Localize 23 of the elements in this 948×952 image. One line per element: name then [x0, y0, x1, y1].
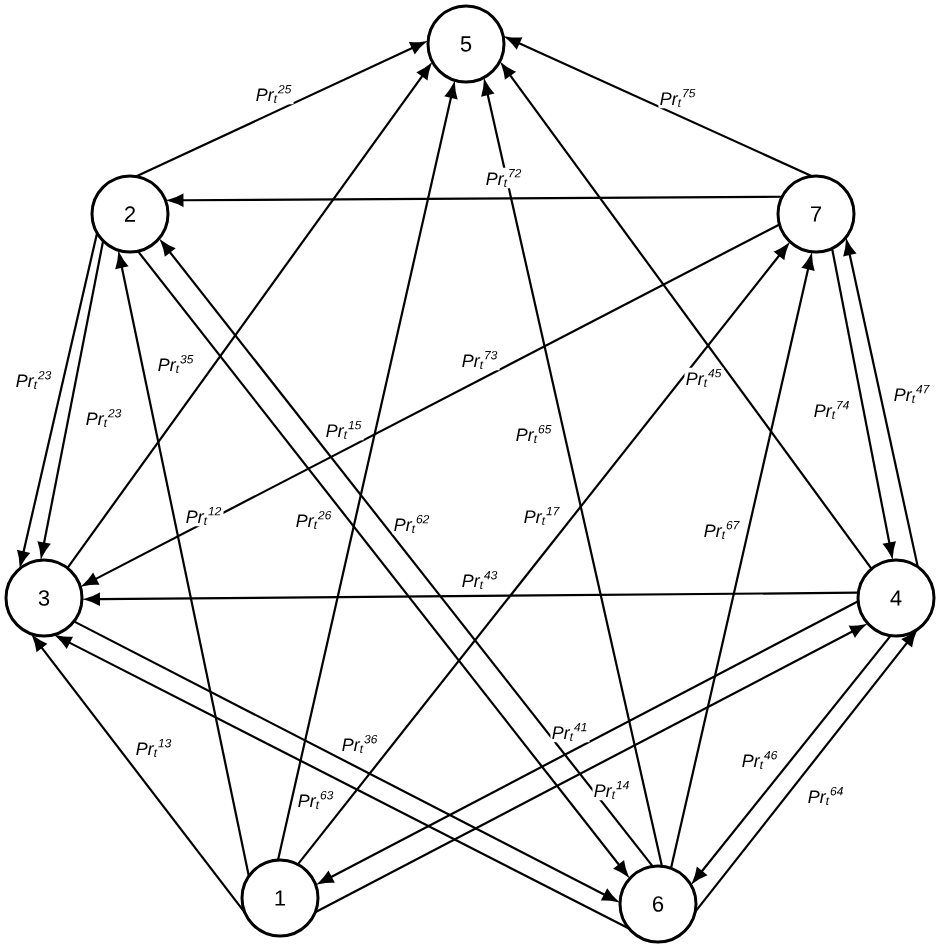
- arrow: [692, 634, 892, 883]
- arrow: [831, 248, 896, 557]
- arrow: [506, 36, 813, 178]
- arrow: [694, 631, 917, 913]
- arrow: [135, 41, 426, 178]
- arrow: [115, 253, 250, 877]
- arrow: [66, 64, 431, 569]
- arrow: [481, 80, 664, 867]
- arrow: [318, 600, 859, 885]
- arrow: [276, 83, 458, 861]
- arrow: [314, 624, 865, 914]
- arrow: [296, 244, 789, 866]
- arrow: [501, 63, 873, 570]
- arrow: [83, 223, 780, 586]
- arrow: [17, 232, 99, 566]
- arrow: [73, 620, 618, 902]
- arrow: [32, 636, 246, 914]
- arrow: [56, 635, 630, 930]
- arrow: [168, 194, 783, 207]
- arrow: [85, 591, 859, 606]
- arrow: [843, 240, 919, 568]
- arrow: [37, 240, 105, 557]
- arrow: [669, 254, 815, 869]
